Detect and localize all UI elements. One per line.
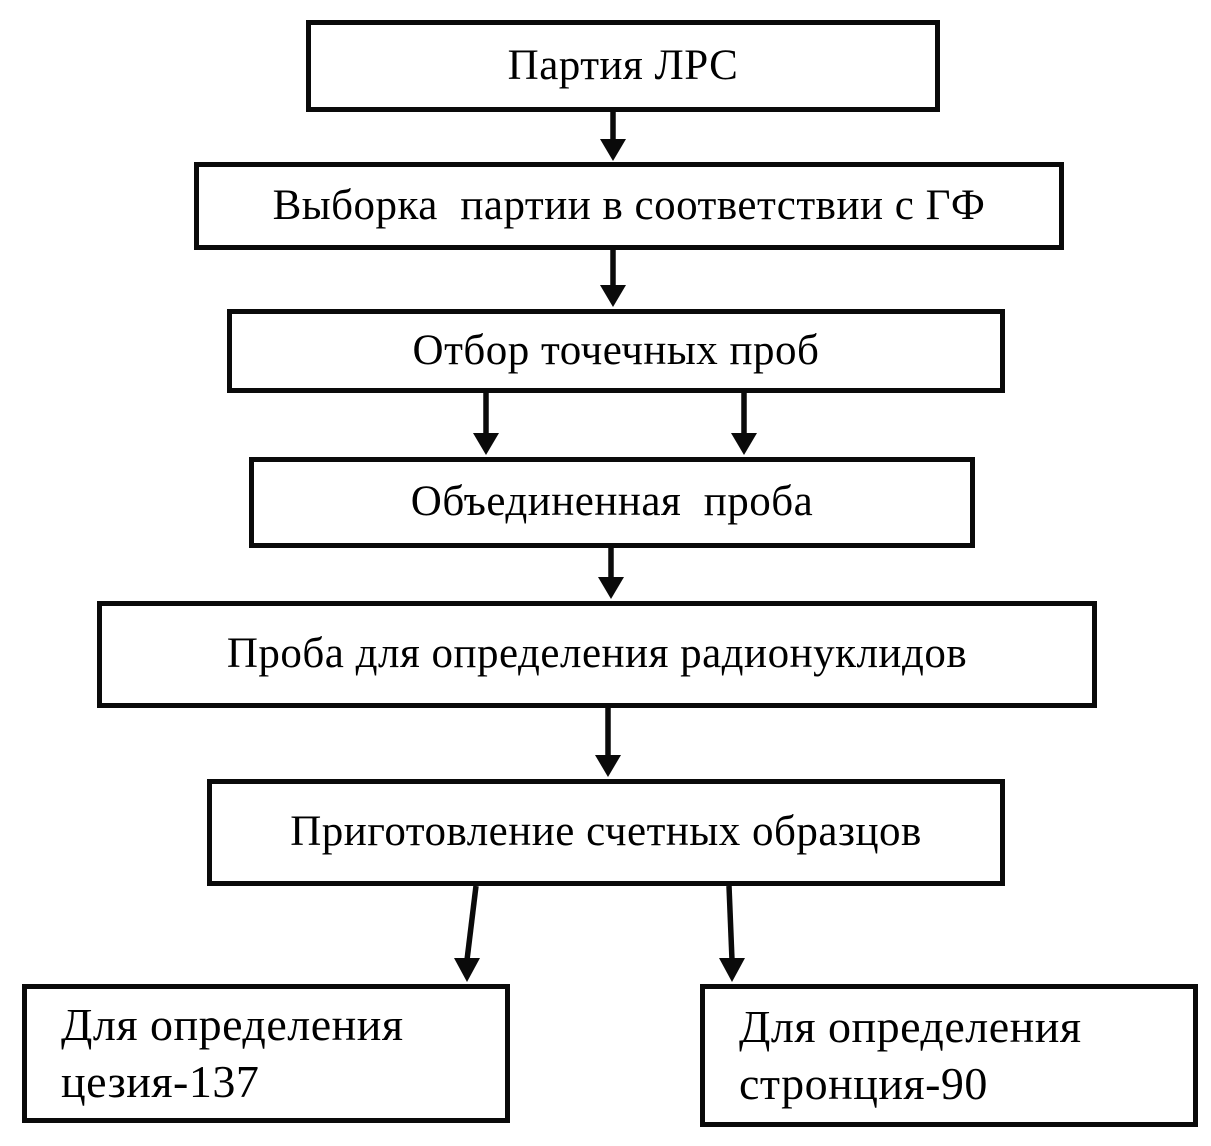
arrow-down-icon: [454, 885, 480, 982]
flow-box-combined-sample: Объединенная проба: [249, 457, 975, 548]
arrow-down-icon: [719, 885, 745, 982]
arrow-down-icon: [600, 250, 626, 307]
flow-box-label: Для определения стронция-90: [739, 1001, 1082, 1109]
flow-box-label: Объединенная проба: [410, 478, 814, 526]
arrow-down-icon: [731, 393, 757, 455]
flow-box-label: Для определения цезия-137: [61, 999, 404, 1107]
flow-box-label: Приготовление счетных образцов: [290, 808, 922, 856]
flow-box-batch-sampling: Выборка партии в соответствии с ГФ: [194, 162, 1064, 250]
arrow-down-icon: [595, 708, 621, 777]
flow-box-label: Выборка партии в соответствии с ГФ: [272, 181, 986, 229]
flow-box-counting-samples: Приготовление счетных образцов: [207, 779, 1005, 886]
flow-box-batch: Партия ЛРС: [306, 20, 940, 112]
flow-box-label: Отбор точечных проб: [412, 326, 820, 374]
flow-box-cesium-137: Для определения цезия-137: [22, 984, 510, 1123]
arrow-down-icon: [600, 112, 626, 161]
flow-box-label: Проба для определения радионуклидов: [226, 630, 968, 678]
flow-box-radionuclide-sample: Проба для определения радионуклидов: [97, 601, 1097, 708]
flow-box-label: Партия ЛРС: [507, 41, 739, 89]
arrow-down-icon: [473, 393, 499, 455]
flow-box-strontium-90: Для определения стронция-90: [700, 984, 1198, 1127]
flow-box-point-samples: Отбор точечных проб: [227, 309, 1005, 393]
arrow-down-icon: [598, 548, 624, 599]
